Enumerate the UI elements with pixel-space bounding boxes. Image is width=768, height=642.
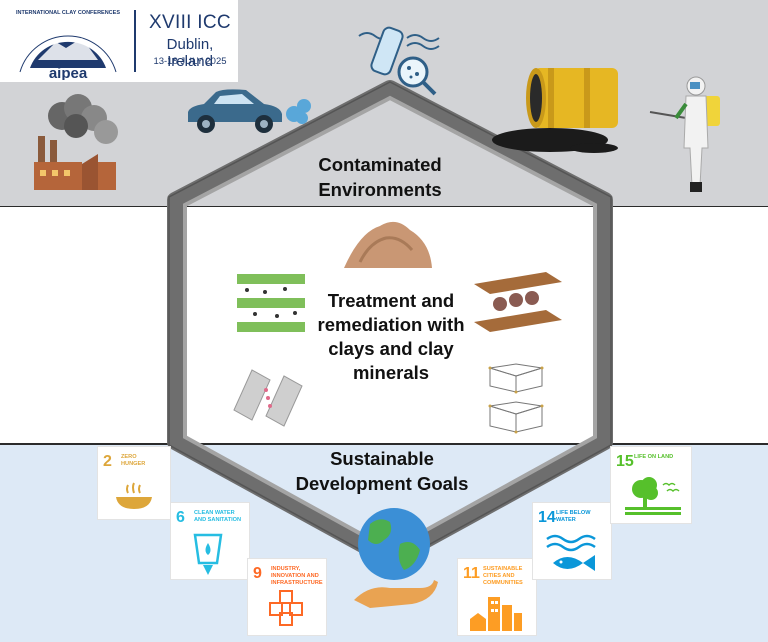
sdg-label: LIFE BELOW WATER: [556, 510, 591, 523]
globe-hand-icon: [354, 508, 438, 608]
city-buildings-icon: [470, 597, 522, 631]
layered-clay-icon: [237, 274, 305, 332]
conference-dates: 13-18 JULY 2025: [153, 56, 227, 67]
food-bowl-icon: [116, 482, 152, 509]
sdg-label: LIFE ON LAND: [634, 454, 674, 460]
hazmat-worker-icon: [649, 76, 720, 192]
oil-barrel-spill-icon: [492, 68, 618, 153]
sdg-card-2: 2 ZERO HUNGER: [97, 446, 171, 520]
tree-birds-icon: [625, 477, 681, 515]
sdg-number: 11: [463, 565, 480, 582]
sdg-label: INDUSTRY, INNOVATION AND INFRASTRUCTURE: [271, 566, 323, 586]
treatment-heading: Treatment and remediation with clays and…: [317, 290, 465, 383]
sdg-label: ZERO HUNGER: [121, 454, 146, 467]
sdg-label: SUSTAINABLE CITIES AND COMMUNITIES: [483, 566, 523, 586]
brand-text: aipea: [49, 65, 88, 80]
water-glass-icon: [193, 533, 223, 575]
sdg-card-15: 15 LIFE ON LAND: [610, 446, 692, 524]
aipea-emblem: aipea INTERNATIONAL CLAY CONFERENCES: [16, 10, 120, 80]
sdg-card-6: 6 CLEAN WATER AND SANITATION: [170, 502, 250, 580]
sdg-number: 2: [103, 453, 112, 470]
sdg-card-9: 9 INDUSTRY, INNOVATION AND INFRASTRUCTUR…: [247, 558, 327, 636]
sdg-card-11: 11 SUSTAINABLE CITIES AND COMMUNITIES: [457, 558, 537, 636]
sdg-heading: Sustainable Development Goals: [295, 448, 469, 494]
car-exhaust-icon: [188, 89, 311, 133]
logo-divider: [134, 10, 136, 72]
sdg-label: CLEAN WATER AND SANITATION: [194, 510, 242, 523]
sdg-number: 14: [538, 509, 556, 526]
aipea-logo: aipea INTERNATIONAL CLAY CONFERENCES XVI…: [0, 0, 238, 82]
sdg-card-14: 14 LIFE BELOW WATER: [532, 502, 612, 580]
conference-title: XVIII ICC: [149, 12, 231, 33]
sdg-number: 9: [253, 565, 262, 582]
arc-text: INTERNATIONAL CLAY CONFERENCES: [16, 10, 120, 16]
fish-icon: [546, 534, 596, 571]
framework-structure-icon: [488, 363, 544, 434]
cubes-icon: [269, 590, 303, 626]
clay-sheets-icon: [233, 369, 303, 427]
clay-particles-icon: [474, 272, 562, 332]
sdg-number: 6: [176, 509, 185, 526]
sdg-number: 15: [616, 453, 634, 470]
plastic-bottle-microscope-icon: [358, 26, 440, 96]
factory-icon: [34, 94, 118, 190]
conference-location: Dublin, Ireland: [166, 36, 214, 70]
contaminated-environments-heading: Contaminated Environments: [318, 154, 442, 200]
clay-powder-icon: [344, 221, 432, 268]
